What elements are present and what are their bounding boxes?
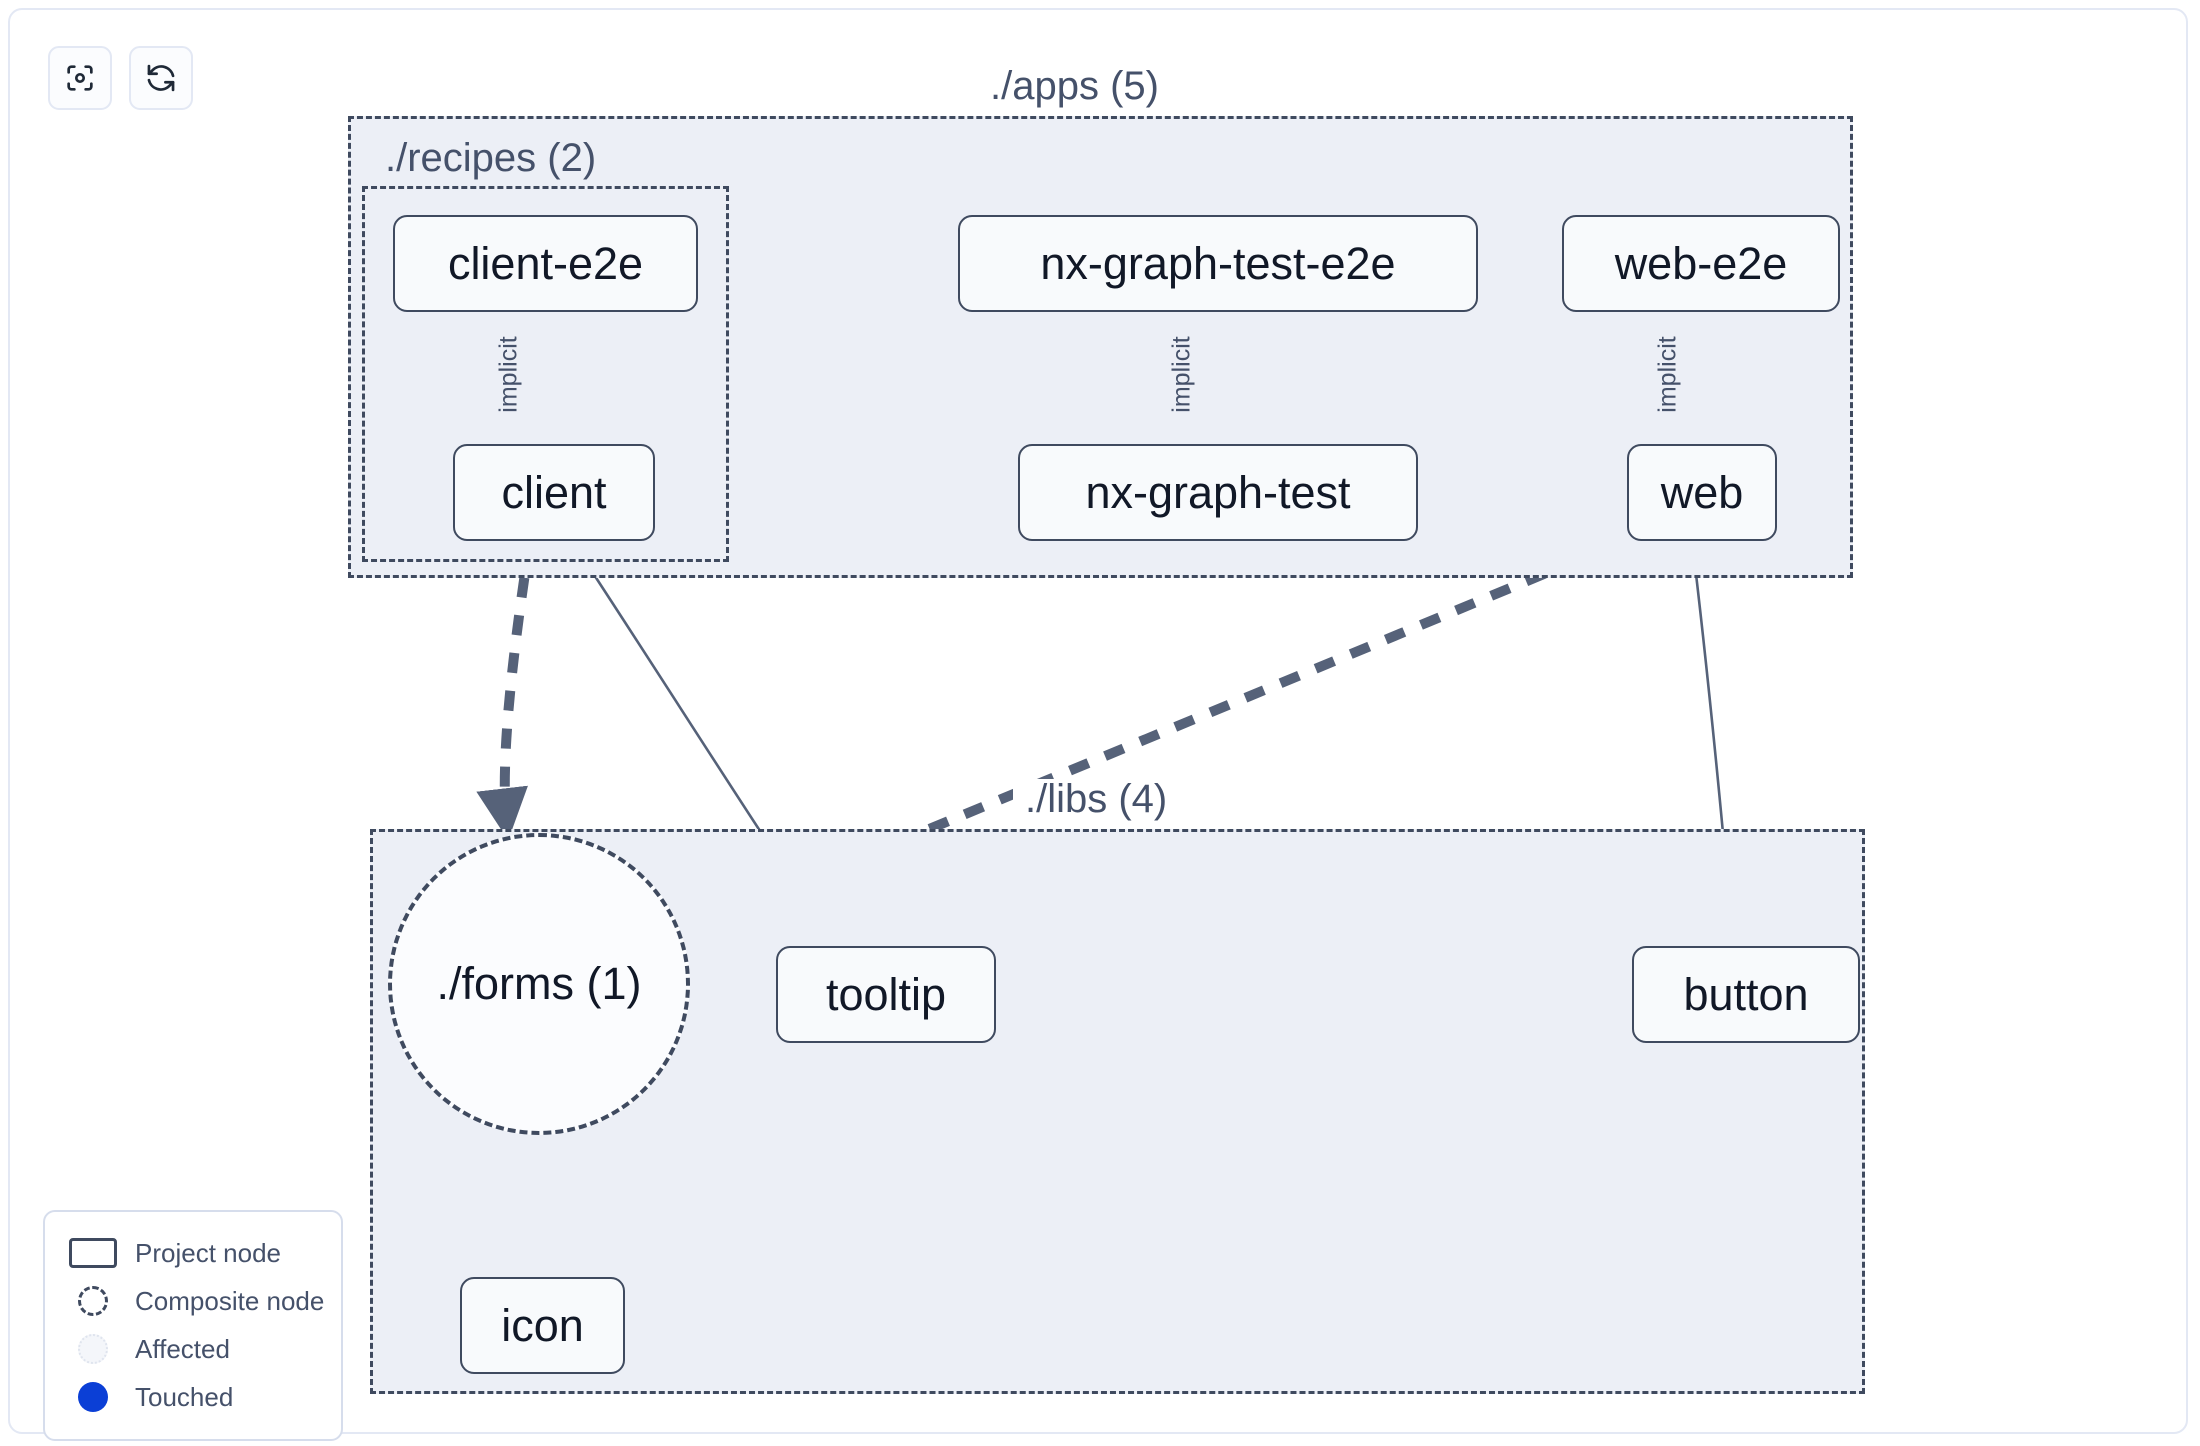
node-client-e2e[interactable]: client-e2e: [393, 215, 698, 312]
legend-label-project-node: Project node: [135, 1237, 281, 1268]
legend-label-touched: Touched: [135, 1381, 234, 1412]
graph-canvas-panel: ./apps (5) ./recipes (2) ./libs (4): [8, 8, 2188, 1441]
legend-label-composite-node: Composite node: [135, 1285, 325, 1316]
group-libs-label: ./libs (4): [1013, 779, 1180, 819]
node-client[interactable]: client: [453, 444, 655, 541]
legend-item-project-node: Project node: [65, 1229, 321, 1277]
composite-node-swatch: [65, 1286, 121, 1316]
node-web-e2e[interactable]: web-e2e: [1562, 215, 1840, 312]
legend-item-affected: Affected: [65, 1325, 321, 1373]
legend-label-affected: Affected: [135, 1333, 230, 1364]
node-nx-graph-test-e2e[interactable]: nx-graph-test-e2e: [958, 215, 1478, 312]
refresh-icon: [144, 61, 178, 95]
legend-item-composite-node: Composite node: [65, 1277, 325, 1325]
group-recipes-label: ./recipes (2): [385, 136, 597, 180]
node-forms-composite[interactable]: ./forms (1): [388, 833, 690, 1135]
node-button[interactable]: button: [1632, 946, 1860, 1043]
refresh-graph-button[interactable]: [129, 46, 193, 110]
node-tooltip[interactable]: tooltip: [776, 946, 996, 1043]
node-icon[interactable]: icon: [460, 1277, 625, 1374]
group-apps-label: ./apps (5): [978, 66, 1171, 106]
node-nx-graph-test[interactable]: nx-graph-test: [1018, 444, 1418, 541]
focus-graph-button[interactable]: [48, 46, 112, 110]
graph-toolbar: [48, 46, 193, 110]
touched-swatch: [65, 1382, 121, 1412]
graph-legend: Project node Composite node Affected Tou…: [43, 1210, 343, 1441]
project-node-swatch: [65, 1238, 121, 1268]
affected-swatch: [65, 1334, 121, 1364]
edge-client-to-forms: [476, 539, 535, 841]
legend-item-touched: Touched: [65, 1373, 321, 1421]
node-web[interactable]: web: [1627, 444, 1777, 541]
focus-target-icon: [63, 61, 97, 95]
